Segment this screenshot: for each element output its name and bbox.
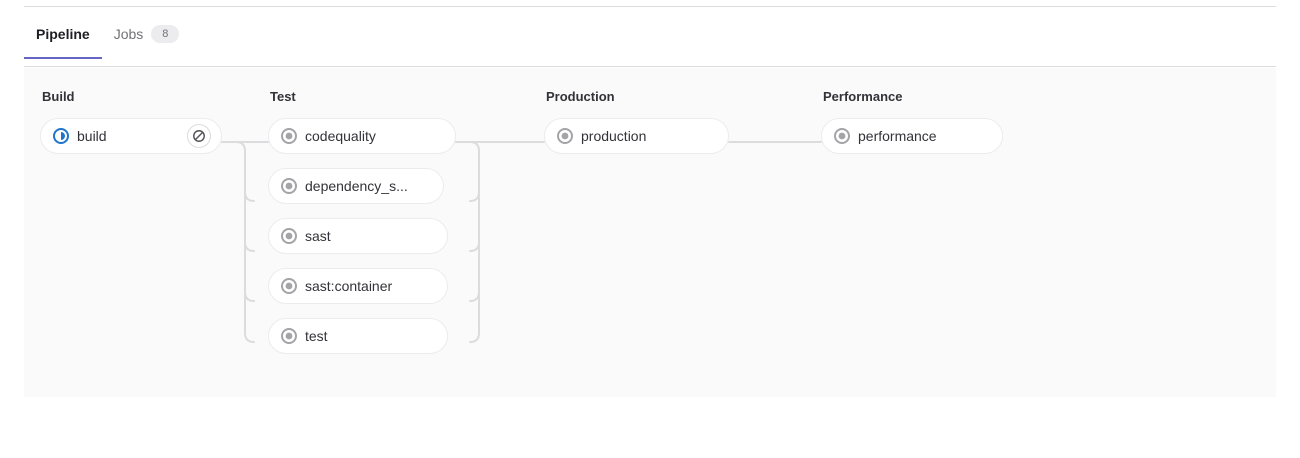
job-codequality-label: codequality: [305, 128, 376, 144]
stage-production: Production production: [544, 88, 729, 154]
stage-performance: Performance performance: [821, 88, 1003, 154]
job-dependency-scanning[interactable]: dependency_s...: [268, 168, 444, 204]
stage-test: Test codequality dependency_s...: [268, 88, 456, 354]
job-sast-container-label: sast:container: [305, 278, 393, 294]
job-build[interactable]: build: [40, 118, 222, 154]
stage-build-jobs: build: [40, 118, 222, 154]
stage-performance-jobs: performance: [821, 118, 1003, 154]
job-dependency-scanning-label: dependency_s...: [305, 178, 408, 194]
stage-build: Build build: [40, 88, 222, 154]
stage-test-title: Test: [270, 89, 296, 104]
cancel-glyph: [193, 130, 205, 142]
job-sast-container[interactable]: sast:container: [268, 268, 448, 304]
top-divider: [24, 6, 1276, 7]
pipeline-graph-panel: Build build Test: [24, 68, 1276, 397]
status-created-icon: [281, 128, 297, 144]
job-codequality[interactable]: codequality: [268, 118, 456, 154]
job-sast-label: sast: [305, 228, 331, 244]
tab-jobs[interactable]: Jobs 8: [102, 22, 192, 58]
job-production[interactable]: production: [544, 118, 729, 154]
status-created-icon: [281, 178, 297, 194]
stage-production-title: Production: [546, 89, 615, 104]
stage-build-title: Build: [42, 89, 75, 104]
job-performance[interactable]: performance: [821, 118, 1003, 154]
status-created-icon: [834, 128, 850, 144]
job-test[interactable]: test: [268, 318, 448, 354]
job-sast[interactable]: sast: [268, 218, 448, 254]
job-test-label: test: [305, 328, 328, 344]
job-build-label: build: [77, 128, 107, 144]
tab-jobs-badge: 8: [151, 25, 180, 43]
job-performance-label: performance: [858, 128, 937, 144]
stage-production-jobs: production: [544, 118, 729, 154]
status-created-icon: [281, 228, 297, 244]
status-created-icon: [281, 278, 297, 294]
status-created-icon: [281, 328, 297, 344]
status-created-icon: [557, 128, 573, 144]
tab-bar: Pipeline Jobs 8: [24, 22, 1276, 67]
tab-jobs-label: Jobs: [113, 26, 144, 42]
tab-pipeline-label: Pipeline: [36, 26, 90, 42]
stage-test-jobs: codequality dependency_s... sast: [268, 118, 456, 354]
job-production-label: production: [581, 128, 647, 144]
tab-pipeline[interactable]: Pipeline: [24, 22, 102, 59]
status-running-icon: [53, 128, 69, 144]
stage-performance-title: Performance: [823, 89, 903, 104]
cancel-icon[interactable]: [187, 124, 211, 148]
